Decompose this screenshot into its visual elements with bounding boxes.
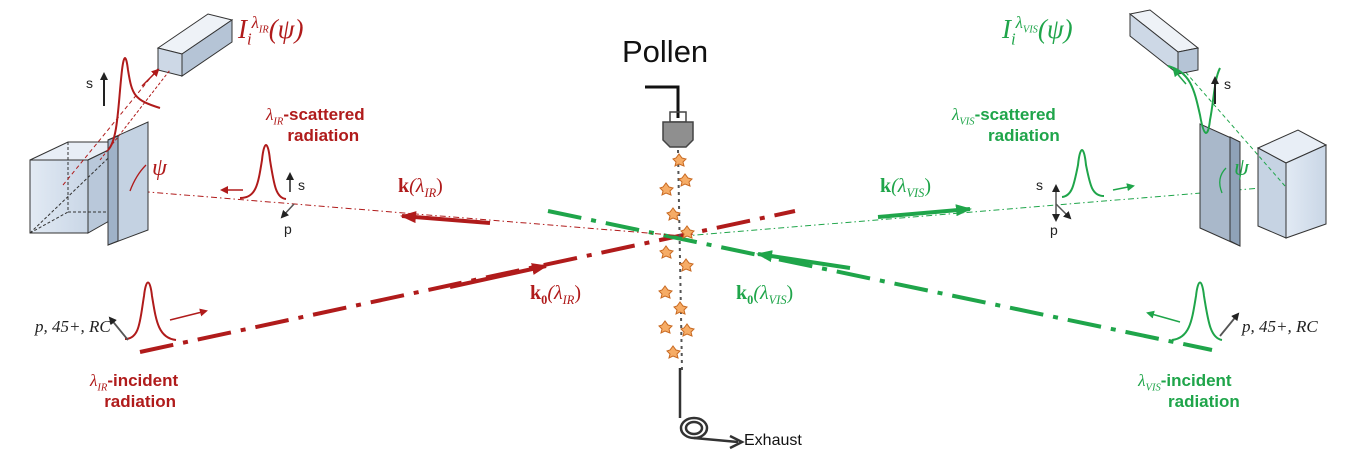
ir-polarization-label: p, 45+, RC: [35, 317, 111, 336]
vis-incident-label: λVIS-incident radiation: [1138, 371, 1240, 412]
vis-incident-beam: [547, 209, 1213, 352]
vis-k-arrow: [877, 204, 972, 219]
ir-scattered-p-label: p: [284, 221, 292, 237]
left-polarizer-plate: [107, 121, 149, 246]
ir-incident-pulse: [124, 281, 177, 341]
exhaust-coil: [678, 368, 745, 450]
right-polarizer-cube: [1256, 129, 1328, 239]
ir-scattered-s-label: s: [298, 177, 305, 193]
ir-k0-arrow: [449, 263, 548, 289]
ir-k-arrow: [400, 211, 491, 225]
ir-k0-label: k0(λIR): [530, 282, 582, 307]
ir-scattered-pulse: [239, 144, 287, 200]
vis-scattered-beam: [683, 185, 1286, 237]
pollen-title: Pollen: [622, 34, 709, 69]
vis-incident-pulse: [1171, 281, 1223, 341]
pollen-nozzle: [645, 85, 694, 148]
vis-k0-arrow: [756, 250, 851, 270]
vis-scattered-s-label: s: [1036, 177, 1043, 193]
left-detector-bar: [156, 13, 234, 77]
vis-k-label: k(λVIS): [880, 175, 932, 200]
vis-scattered-p-label: p: [1050, 222, 1058, 238]
pollen-stream: [677, 149, 683, 371]
exhaust-label: Exhaust: [744, 432, 802, 449]
vis-detector-s-label: s: [1224, 76, 1231, 92]
ir-scattered-label: λIR-scattered radiation: [266, 105, 365, 146]
vis-k0-label: k0(λVIS): [736, 282, 794, 307]
ir-detector-label: IiλIR(ψ): [238, 13, 304, 49]
vis-detector-pulse: [1167, 65, 1221, 134]
vis-angle-label: ψ: [1234, 155, 1249, 181]
ir-angle-label: ψ: [152, 155, 167, 181]
vis-detector-label: IiλVIS(ψ): [1002, 13, 1073, 49]
ir-scattered-beam: [62, 184, 685, 237]
pollen-particles: [658, 153, 695, 359]
ir-k-label: k(λIR): [398, 175, 443, 200]
vis-scattered-label: λVIS-scattered radiation: [951, 105, 1060, 146]
ir-detector-s-label: s: [86, 75, 93, 91]
vis-polarization-label: p, 45+, RC: [1242, 317, 1318, 336]
ir-detector-pulse: [107, 57, 161, 151]
vis-scattered-pulse: [1061, 149, 1105, 198]
ir-incident-label: λIR-incident radiation: [90, 371, 179, 412]
right-detector-bar: [1128, 9, 1200, 76]
